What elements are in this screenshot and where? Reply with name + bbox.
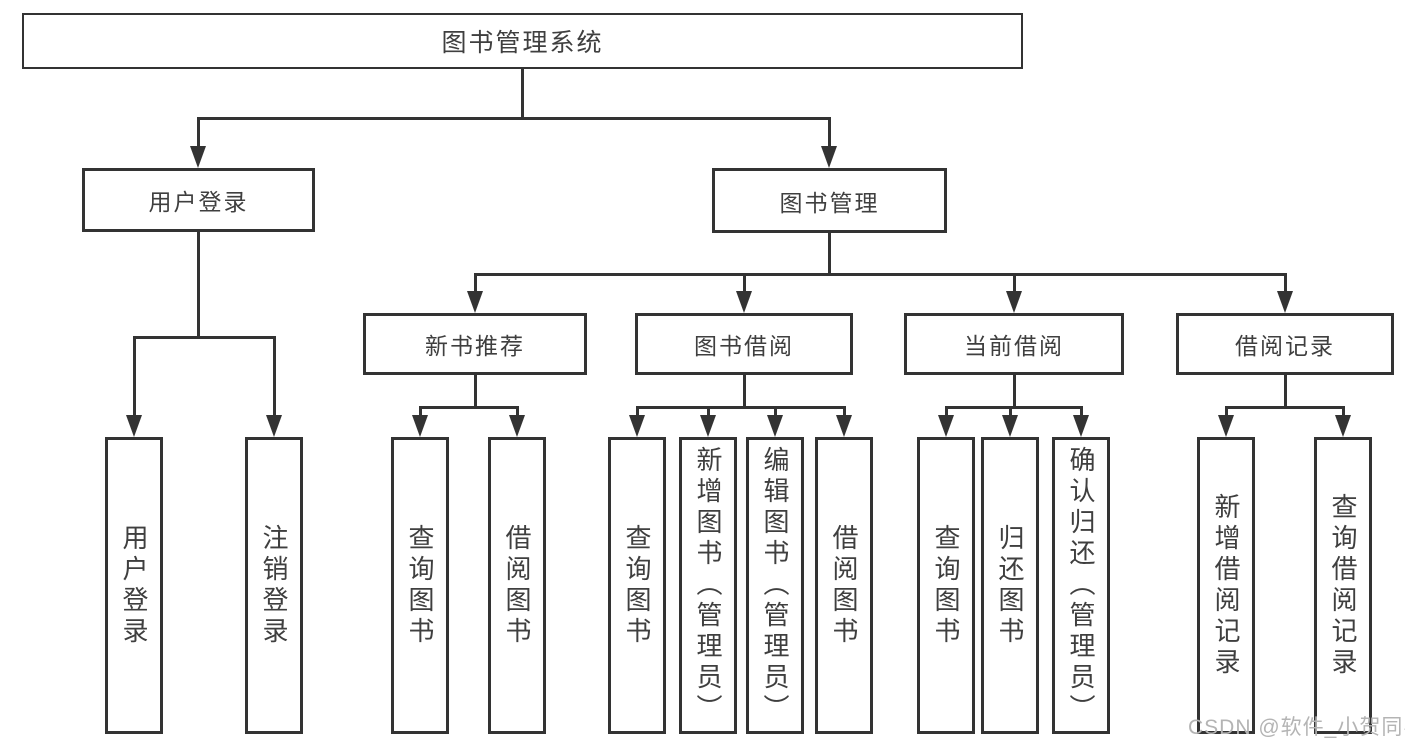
connector-line [1342,406,1345,419]
node-label: 新书推荐 [425,333,525,359]
node-label: 查询借阅记录 [1328,492,1358,679]
connector-line [743,273,746,295]
connector-line [843,406,846,419]
node-borrow-records: 借阅记录 [1176,313,1394,375]
connector-line [1225,406,1345,409]
arrowhead-down [1335,415,1351,437]
connector-line [1080,406,1083,419]
connector-line [636,406,846,409]
connector-line [1225,406,1228,419]
arrowhead-down [1006,291,1022,313]
connector-line [1284,273,1287,295]
arrowhead-down [467,291,483,313]
node-label: 归还图书 [995,523,1025,648]
connector-line [1009,406,1012,419]
leaf-borrow-books-borrowing: 借阅图书 [815,437,873,734]
arrowhead-down [1218,415,1234,437]
node-label: 注销登录 [259,523,289,648]
node-library-management-system: 图书管理系统 [22,13,1023,69]
node-new-book-recommendation: 新书推荐 [363,313,587,375]
connector-line [273,336,276,419]
node-label: 新增图书（管理员） [693,446,723,725]
connector-line [516,406,519,419]
connector-line [133,336,136,419]
connector-line [197,232,200,338]
leaf-borrow-books-recommend: 借阅图书 [488,437,546,734]
node-book-management: 图书管理 [712,168,947,233]
leaf-query-books-recommend: 查询图书 [391,437,449,734]
node-label: 图书管理系统 [441,29,604,57]
arrowhead-down [412,415,428,437]
connector-line [197,117,831,120]
arrowhead-down [629,415,645,437]
connector-line [828,233,831,275]
node-label: 当前借阅 [964,333,1064,359]
connector-line [474,373,477,408]
arrowhead-down [700,415,716,437]
connector-line [197,117,200,150]
arrowhead-down [938,415,954,437]
arrowhead-down [1073,415,1089,437]
node-label: 借阅图书 [502,523,532,648]
leaf-add-borrow-record: 新增借阅记录 [1197,437,1255,734]
node-user-login: 用户登录 [82,168,315,232]
node-label: 图书管理 [779,189,880,216]
node-book-borrowing: 图书借阅 [635,313,853,375]
connector-line [1013,273,1016,295]
connector-line [636,406,639,419]
arrowhead-down [509,415,525,437]
leaf-add-books-admin: 新增图书（管理员） [679,437,737,734]
leaf-edit-books-admin: 编辑图书（管理员） [746,437,804,734]
leaf-user-login: 用户登录 [105,437,163,734]
connector-line [474,273,477,295]
node-label: 确认归还（管理员） [1066,446,1096,725]
connector-line [474,273,1287,276]
arrowhead-down [736,291,752,313]
arrowhead-down [1277,291,1293,313]
node-label: 借阅图书 [829,523,859,648]
arrowhead-down [1002,415,1018,437]
node-label: 借阅记录 [1235,333,1335,359]
connector-line [945,406,948,419]
leaf-logout: 注销登录 [245,437,303,734]
csdn-watermark: CSDN @软件_小贺同学 [1188,716,1405,739]
connector-line [133,336,276,339]
arrowhead-down [266,415,282,437]
connector-line [419,406,422,419]
connector-line [945,406,1083,409]
node-label: 用户登录 [119,523,149,648]
arrowhead-down [767,415,783,437]
connector-line [828,117,831,150]
node-label: 查询图书 [931,523,961,648]
node-current-borrowing: 当前借阅 [904,313,1124,375]
node-label: 用户登录 [148,189,249,215]
leaf-query-borrow-record: 查询借阅记录 [1314,437,1372,734]
arrowhead-down [821,146,837,168]
node-label: 查询图书 [622,523,652,648]
connector-line [1013,375,1016,408]
arrowhead-down [836,415,852,437]
connector-line [419,406,519,409]
node-label: 编辑图书（管理员） [760,446,790,725]
connector-line [707,406,710,419]
connector-line [521,69,524,118]
leaf-return-books: 归还图书 [981,437,1039,734]
node-label: 图书借阅 [694,333,794,359]
node-label: 查询图书 [405,523,435,648]
leaf-confirm-return-admin: 确认归还（管理员） [1052,437,1110,734]
connector-line [774,406,777,419]
connector-line [743,375,746,408]
leaf-query-books-borrowing: 查询图书 [608,437,666,734]
arrowhead-down [190,146,206,168]
leaf-query-books-current: 查询图书 [917,437,975,734]
arrowhead-down [126,415,142,437]
connector-line [1284,375,1287,408]
node-label: 新增借阅记录 [1211,492,1241,679]
